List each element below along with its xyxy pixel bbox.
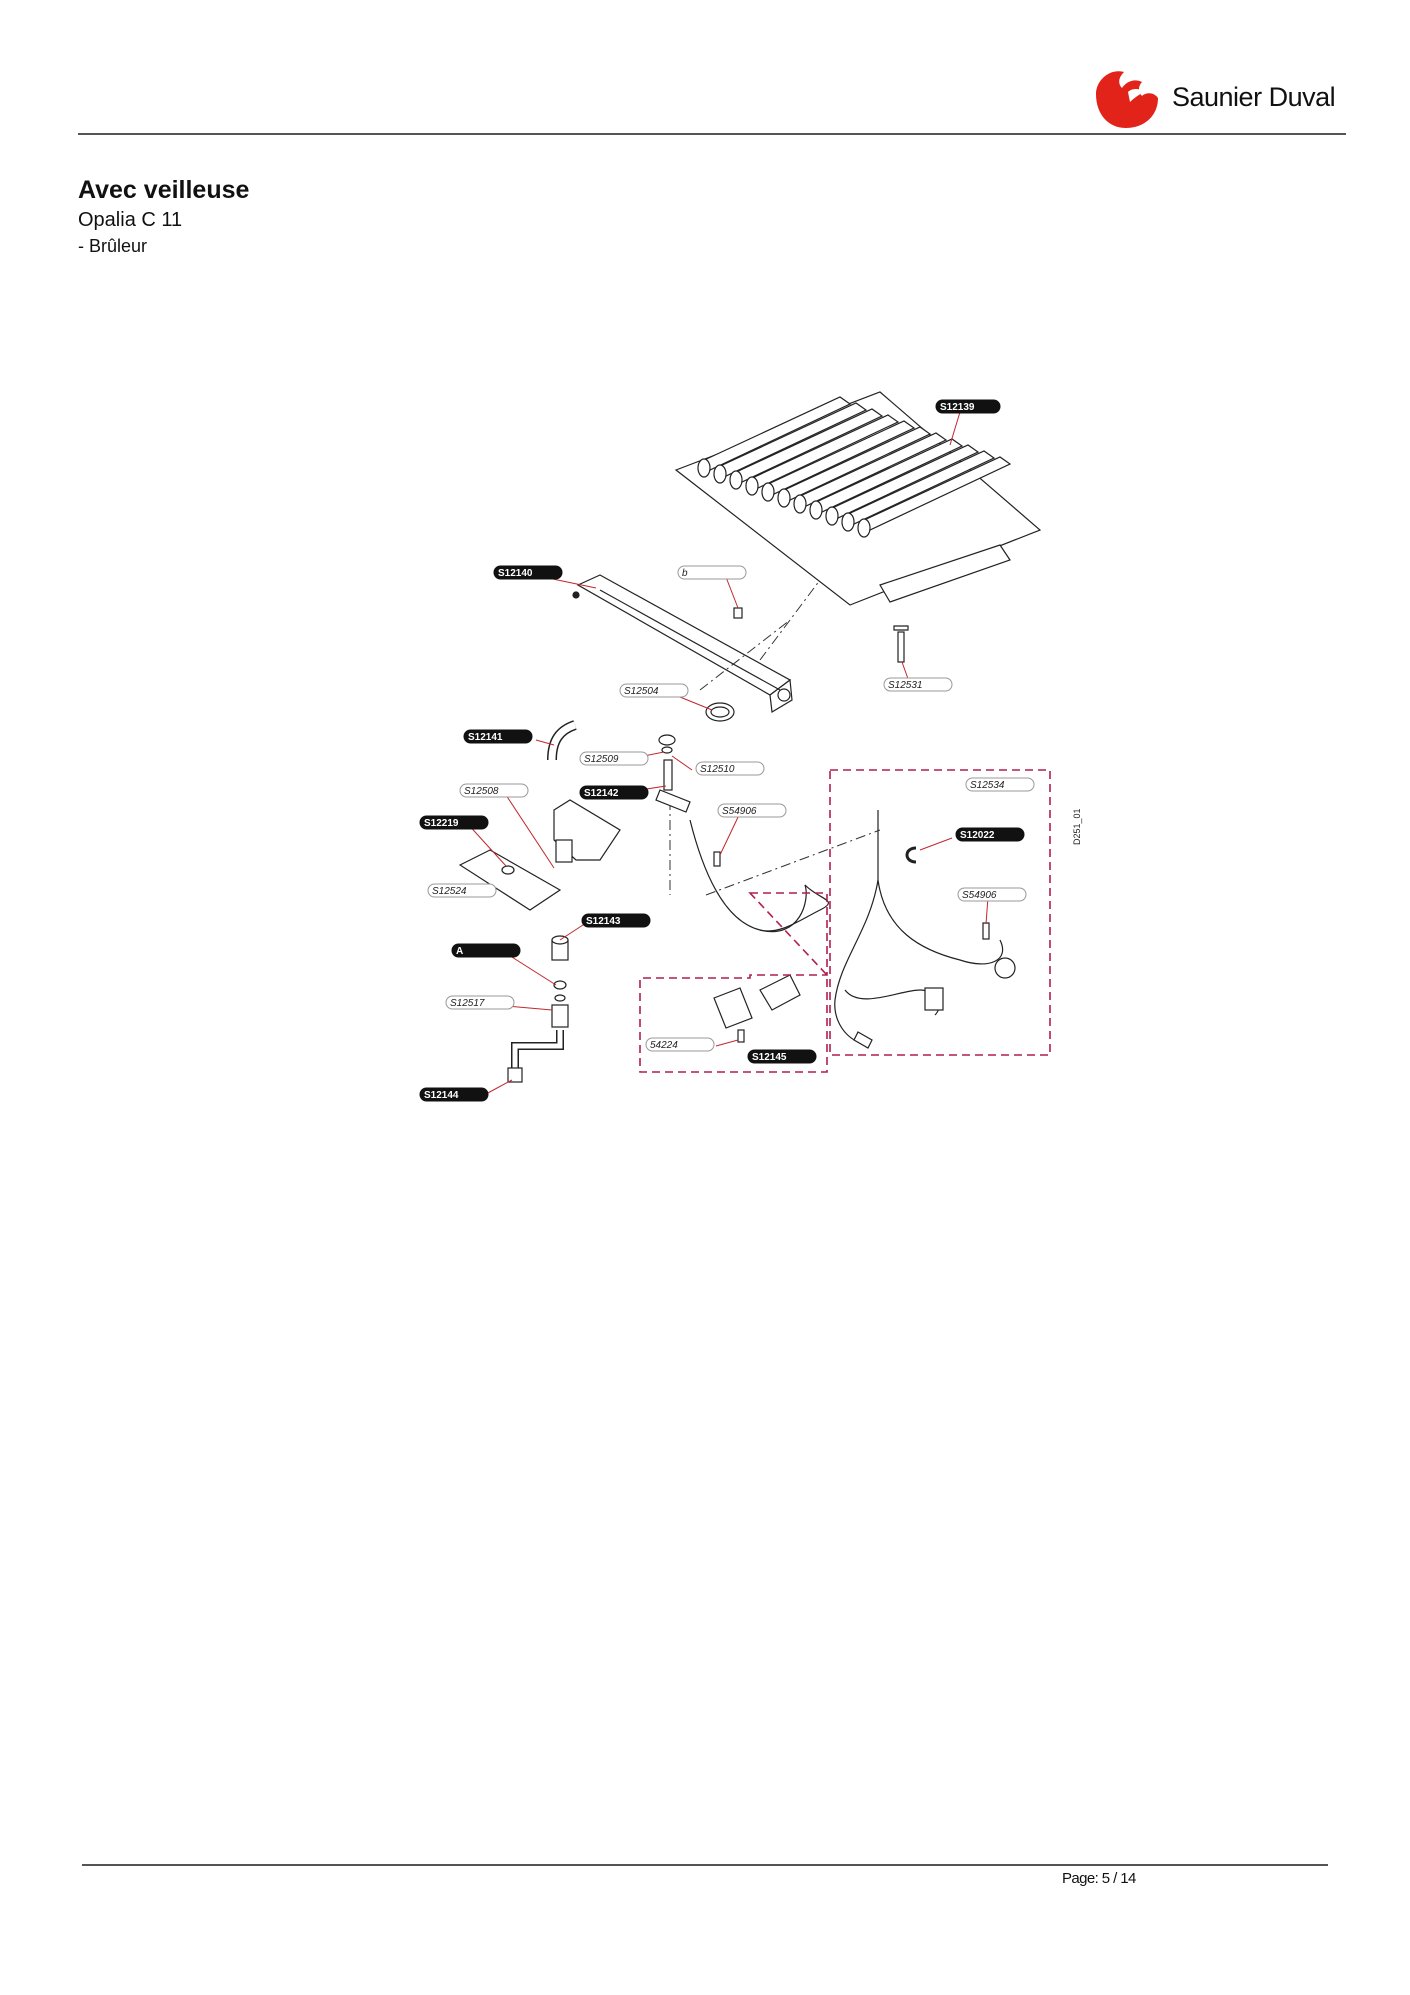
part-callout: S12142 [579,785,649,800]
part-callout: S12139 [935,399,1001,414]
callout-badge [579,785,649,800]
part-callout: S54906 [717,803,787,818]
callout-badge [581,913,651,928]
burner-assembly-drawing [674,391,1042,606]
part-number: S12142 [584,788,619,799]
part-callout: S12141 [463,729,533,744]
part-number: S12141 [468,732,503,743]
part-callout: S12144 [419,1087,489,1102]
callout-badge [493,565,563,580]
callout-badge [463,729,533,744]
callout-badge [459,783,529,798]
burner-rib-end [761,482,775,502]
part-number: S12140 [498,568,533,579]
page-number: Page: 5 / 14 [1062,1870,1136,1887]
part-number: S12531 [888,680,922,691]
part-number: S12143 [586,916,621,927]
burner-rib-end [745,476,759,496]
brand-logo: Saunier Duval [1088,62,1348,132]
callout-badge [677,565,747,580]
part-callout: S12504 [619,683,689,698]
part-number: S12144 [424,1090,459,1101]
burner-rib-end [857,518,871,538]
part-callout: S12531 [883,677,953,692]
part-number: S12534 [970,780,1005,791]
part-callout: S12145 [747,1049,817,1064]
part-callout: S12219 [419,815,489,830]
part-callout: S12517 [445,995,515,1010]
part-callout: S12022 [955,827,1025,842]
callout-badge [965,777,1035,792]
callout-badge [427,883,497,898]
flame-logo-icon [1096,71,1158,128]
callout-badge [419,1087,489,1102]
callout-badge [717,803,787,818]
callout-badge [883,677,953,692]
part-number: A [456,946,463,957]
callout-badge [619,683,689,698]
callout-badge [451,943,521,958]
part-number: S12145 [752,1052,787,1063]
burner-rib-end [809,500,823,520]
part-callout: A [451,943,521,958]
callout-badge [445,995,515,1010]
part-number: S54906 [722,806,757,817]
part-sketches [458,607,1016,1083]
callout-badge [419,815,489,830]
burner-rib-end [713,464,727,484]
part-callout: S12143 [581,913,651,928]
callout-badge [579,751,649,766]
burner-rib-end [777,488,791,508]
callout-badge [957,887,1027,902]
part-callout: S12524 [427,883,497,898]
part-callout: S12140 [493,565,563,580]
part-callout: S12508 [459,783,529,798]
burner-rib-end [697,458,711,478]
part-callout: S12510 [695,761,765,776]
part-callout: b [677,565,747,580]
part-number: 54224 [650,1040,678,1051]
part-number: S12517 [450,998,485,1009]
manifold-drawing [572,574,793,713]
part-number: S12510 [700,764,735,775]
burner-rib-end [793,494,807,514]
callout-badge [695,761,765,776]
part-number: S12139 [940,402,975,413]
brand-name: Saunier Duval [1172,82,1336,112]
guide-lines [669,579,881,896]
part-number: S12508 [464,786,499,797]
part-number: S54906 [962,890,997,901]
part-number: S12219 [424,818,459,829]
drawing-reference: D251_01 [1072,808,1082,845]
part-callout: S54906 [957,887,1027,902]
part-number: S12509 [584,754,619,765]
burner-rib-end [729,470,743,490]
burner-rib-end [841,512,855,532]
callout-badge [935,399,1001,414]
part-number: S12504 [624,686,659,697]
part-number: S12022 [960,830,995,841]
header-divider [78,133,1346,135]
part-callout: S12509 [579,751,649,766]
section-name: - Brûleur [78,236,148,256]
burner-rib-end [825,506,839,526]
model-name: Opalia C 11 [78,209,183,231]
sub-assembly-boundaries [639,769,1051,1073]
callout-badge [955,827,1025,842]
part-callout: 54224 [645,1037,715,1052]
callout-badge [747,1049,817,1064]
part-number: S12524 [432,886,467,897]
part-number: b [682,568,688,579]
footer-divider [82,1864,1328,1866]
part-callout: S12534 [965,777,1035,792]
page-title: Avec veilleuse [78,176,250,204]
callout-badge [645,1037,715,1052]
